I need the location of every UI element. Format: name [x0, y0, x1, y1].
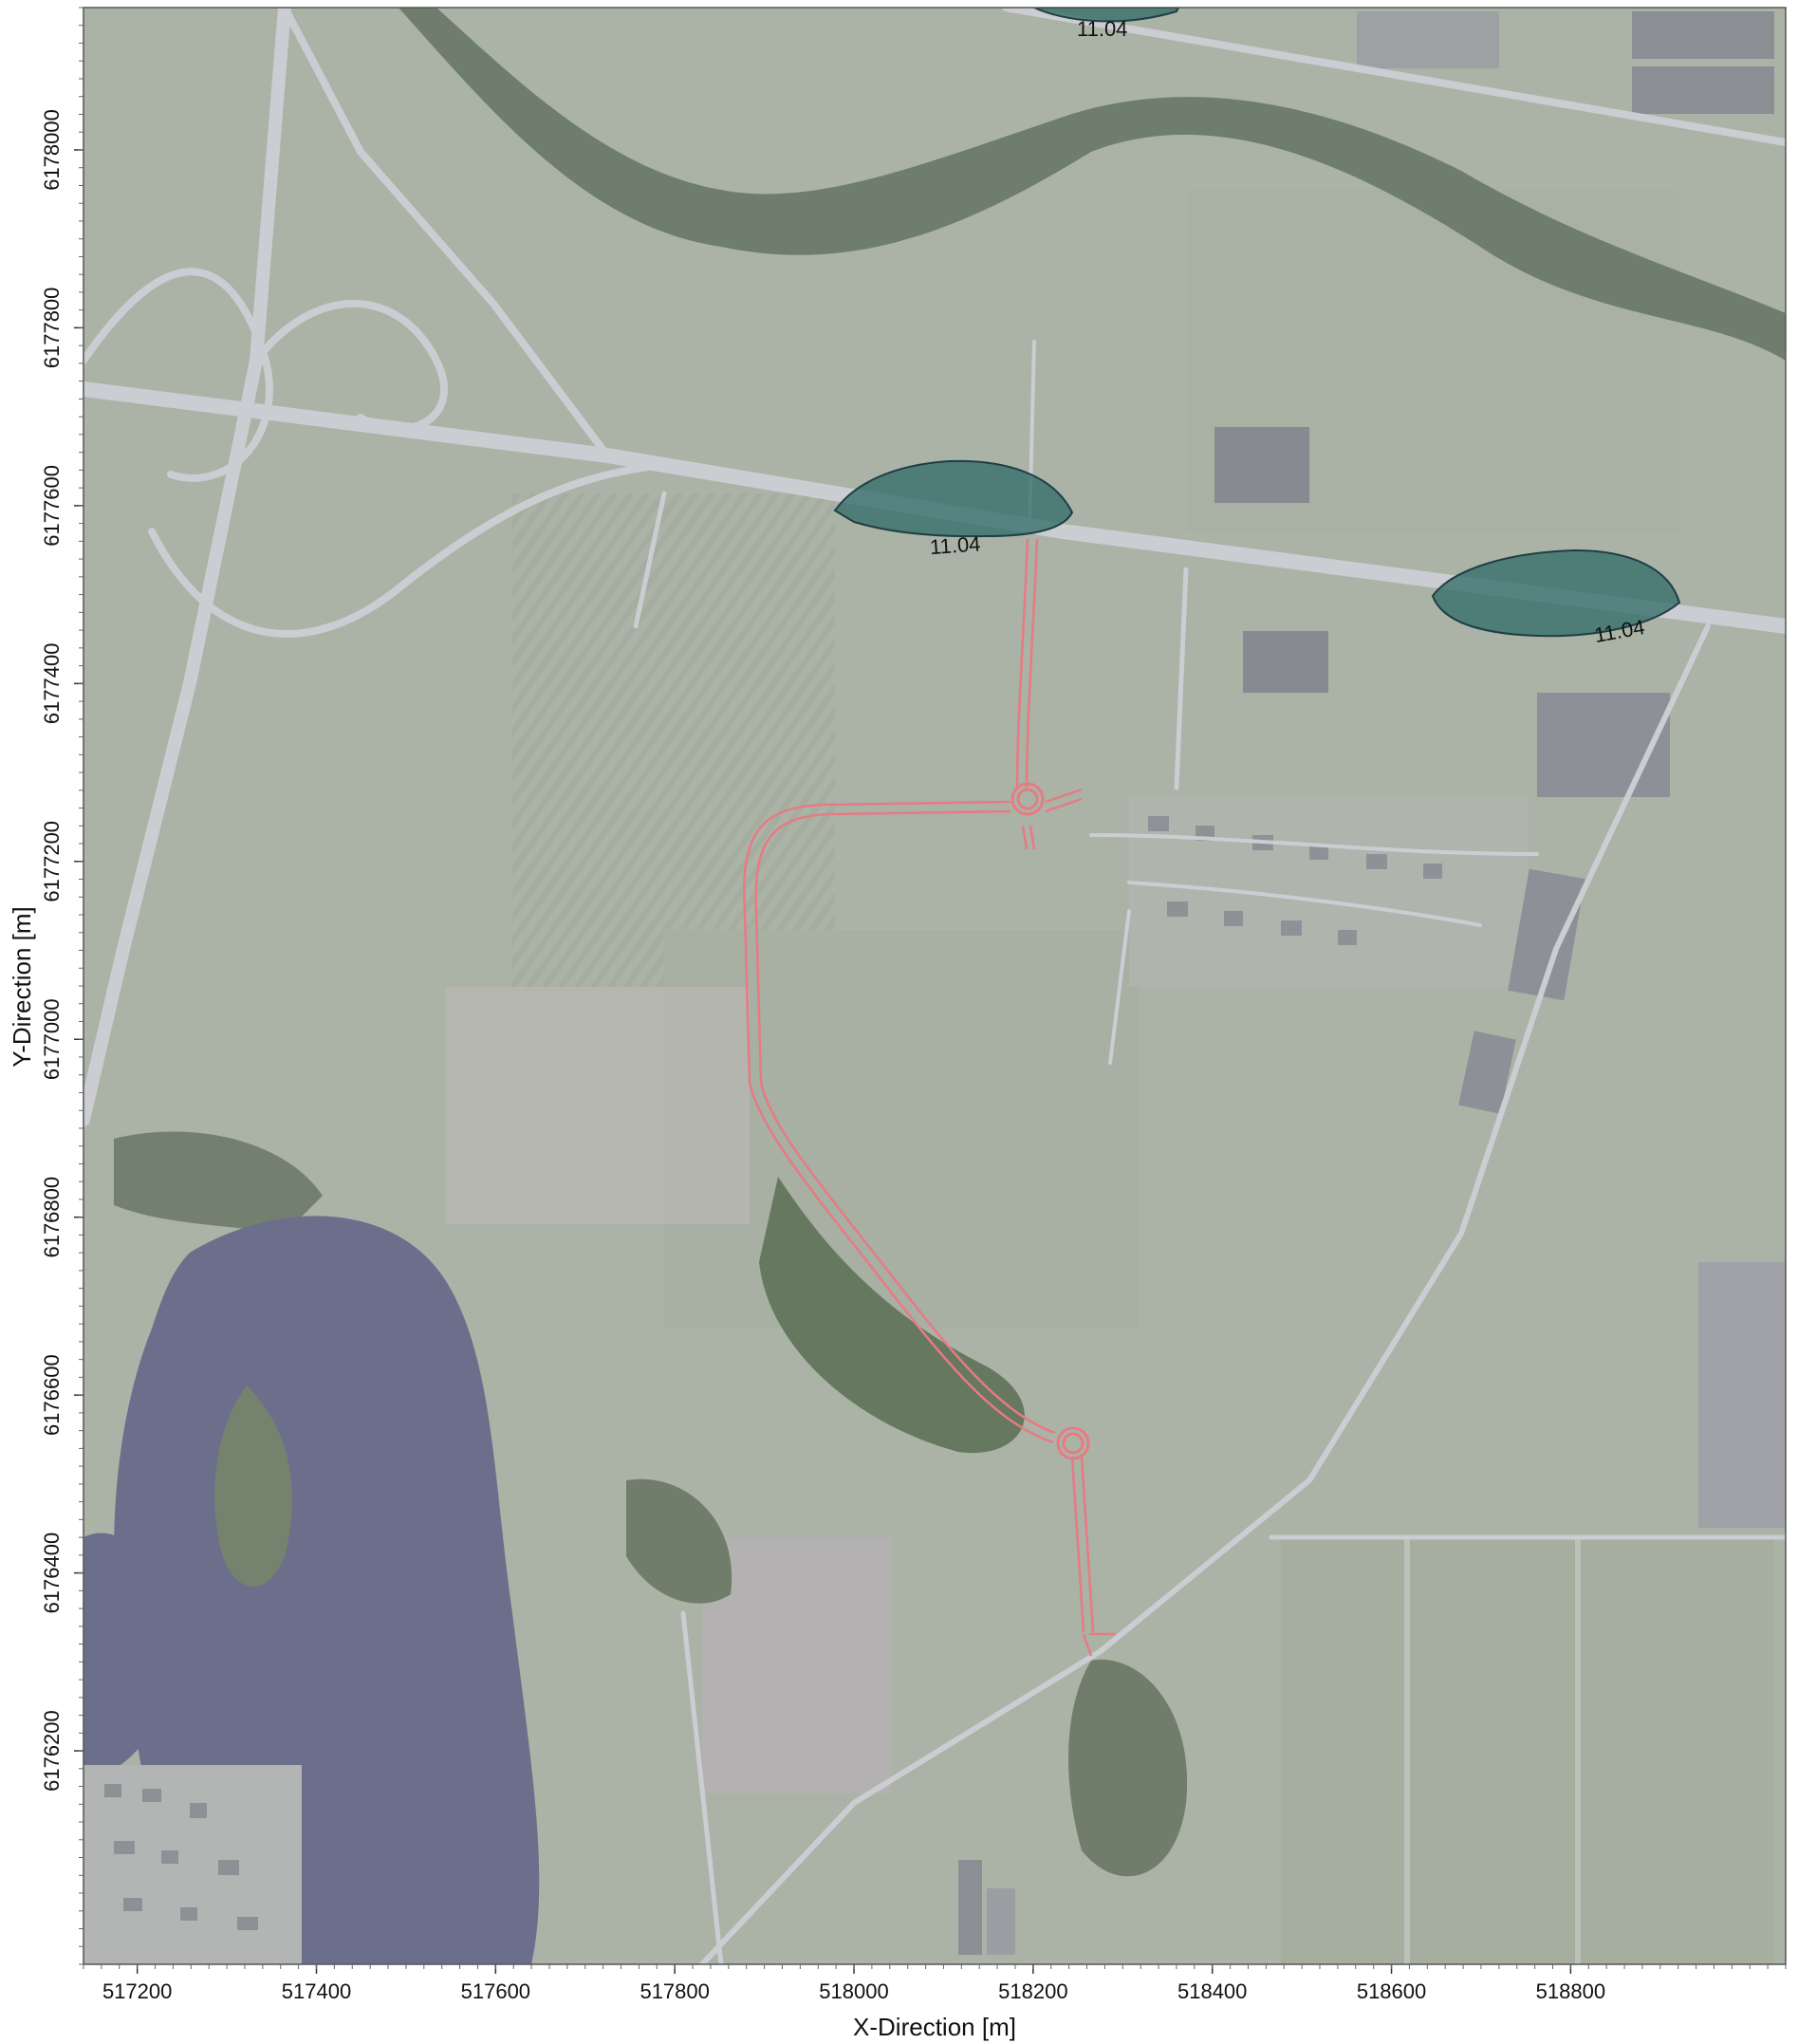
y-tick-label: 6177800: [40, 288, 64, 369]
x-tick-label: 518200: [998, 1979, 1067, 2003]
x-tick-label: 518000: [819, 1979, 888, 2003]
contour-label-north: 11.04: [1077, 17, 1127, 41]
x-tick-label: 517200: [102, 1979, 172, 2003]
y-tick-label: 6177400: [40, 642, 64, 724]
contour-polygons: [833, 8, 1681, 638]
y-tick-label: 6176200: [40, 1710, 64, 1792]
x-axis-title: X-Direction [m]: [853, 2013, 1016, 2041]
y-tick-label: 6176400: [40, 1533, 64, 1614]
x-tick-label: 518600: [1357, 1979, 1426, 2003]
y-axis: 6176200 6176400 6176600 6176800 6177000 61772…: [40, 7, 83, 1965]
contour-north: [1033, 8, 1180, 23]
aerial-basemap: [83, 8, 1786, 1964]
y-tick-label: 6177000: [40, 998, 64, 1080]
y-tick-label: 6176800: [40, 1177, 64, 1258]
x-axis: 517200 517400 517600 517800 518000 518200 5184…: [83, 1964, 1787, 2003]
y-tick-label: 6177200: [40, 821, 64, 902]
y-tick-label: 6177600: [40, 465, 64, 547]
y-tick-label: 6178000: [40, 109, 64, 191]
x-tick-label: 517600: [461, 1979, 530, 2003]
y-axis-title: Y-Direction [m]: [8, 906, 36, 1068]
contour-label-center: 11.04: [929, 531, 981, 559]
contour-east: [1431, 548, 1681, 638]
x-tick-label: 518800: [1536, 1979, 1605, 2003]
contour-center: [833, 459, 1074, 538]
x-tick-label: 518400: [1177, 1979, 1247, 2003]
x-tick-label: 517800: [639, 1979, 709, 2003]
x-tick-label: 517400: [282, 1979, 351, 2003]
y-tick-label: 6176600: [40, 1354, 64, 1436]
